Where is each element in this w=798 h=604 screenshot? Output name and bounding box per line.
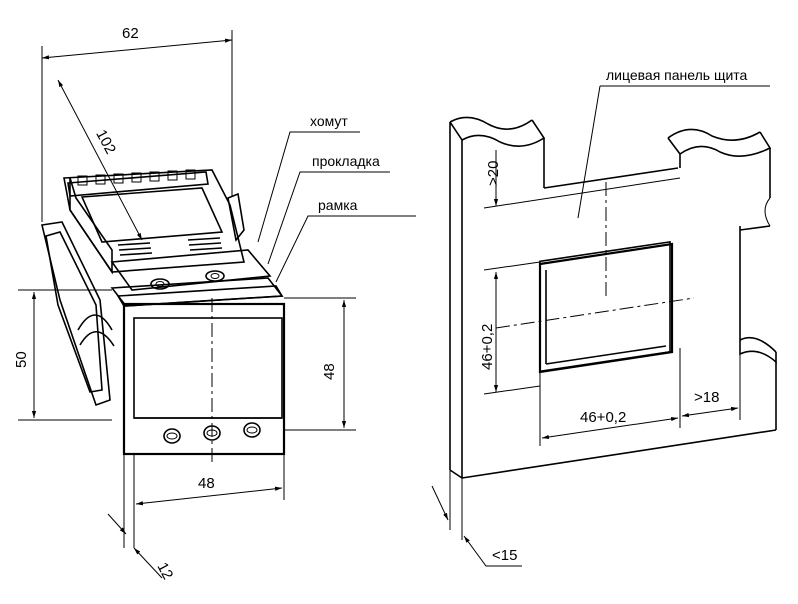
label-frame: рамка <box>318 197 358 213</box>
dim-width-top: 62 <box>122 25 139 42</box>
dim-cutout-width: 46+0,2 <box>580 409 626 426</box>
dim-height-left: 50 <box>13 351 30 368</box>
panel-cutout <box>538 242 674 374</box>
dim-front-height: 48 <box>321 363 338 380</box>
dim-top-margin: >20 <box>485 161 502 186</box>
dim-side-margin: >18 <box>694 389 719 406</box>
panel-view <box>431 85 777 567</box>
dim-depth: 12 <box>153 560 176 583</box>
dim-thickness: <15 <box>492 547 517 564</box>
device-housing <box>41 169 272 407</box>
label-leaders <box>257 131 416 283</box>
vent-slots <box>117 237 223 256</box>
dim-cutout-height: 46+0,2 <box>479 324 496 370</box>
device-view <box>18 30 416 579</box>
label-clamp: хомут <box>310 113 348 129</box>
label-gasket: прокладка <box>312 153 380 169</box>
device-front <box>110 277 286 466</box>
label-panel: лицевая панель щита <box>606 67 748 83</box>
device-dimensions <box>18 30 356 579</box>
dim-front-width: 48 <box>198 475 215 492</box>
panel-dimensions <box>431 150 741 567</box>
